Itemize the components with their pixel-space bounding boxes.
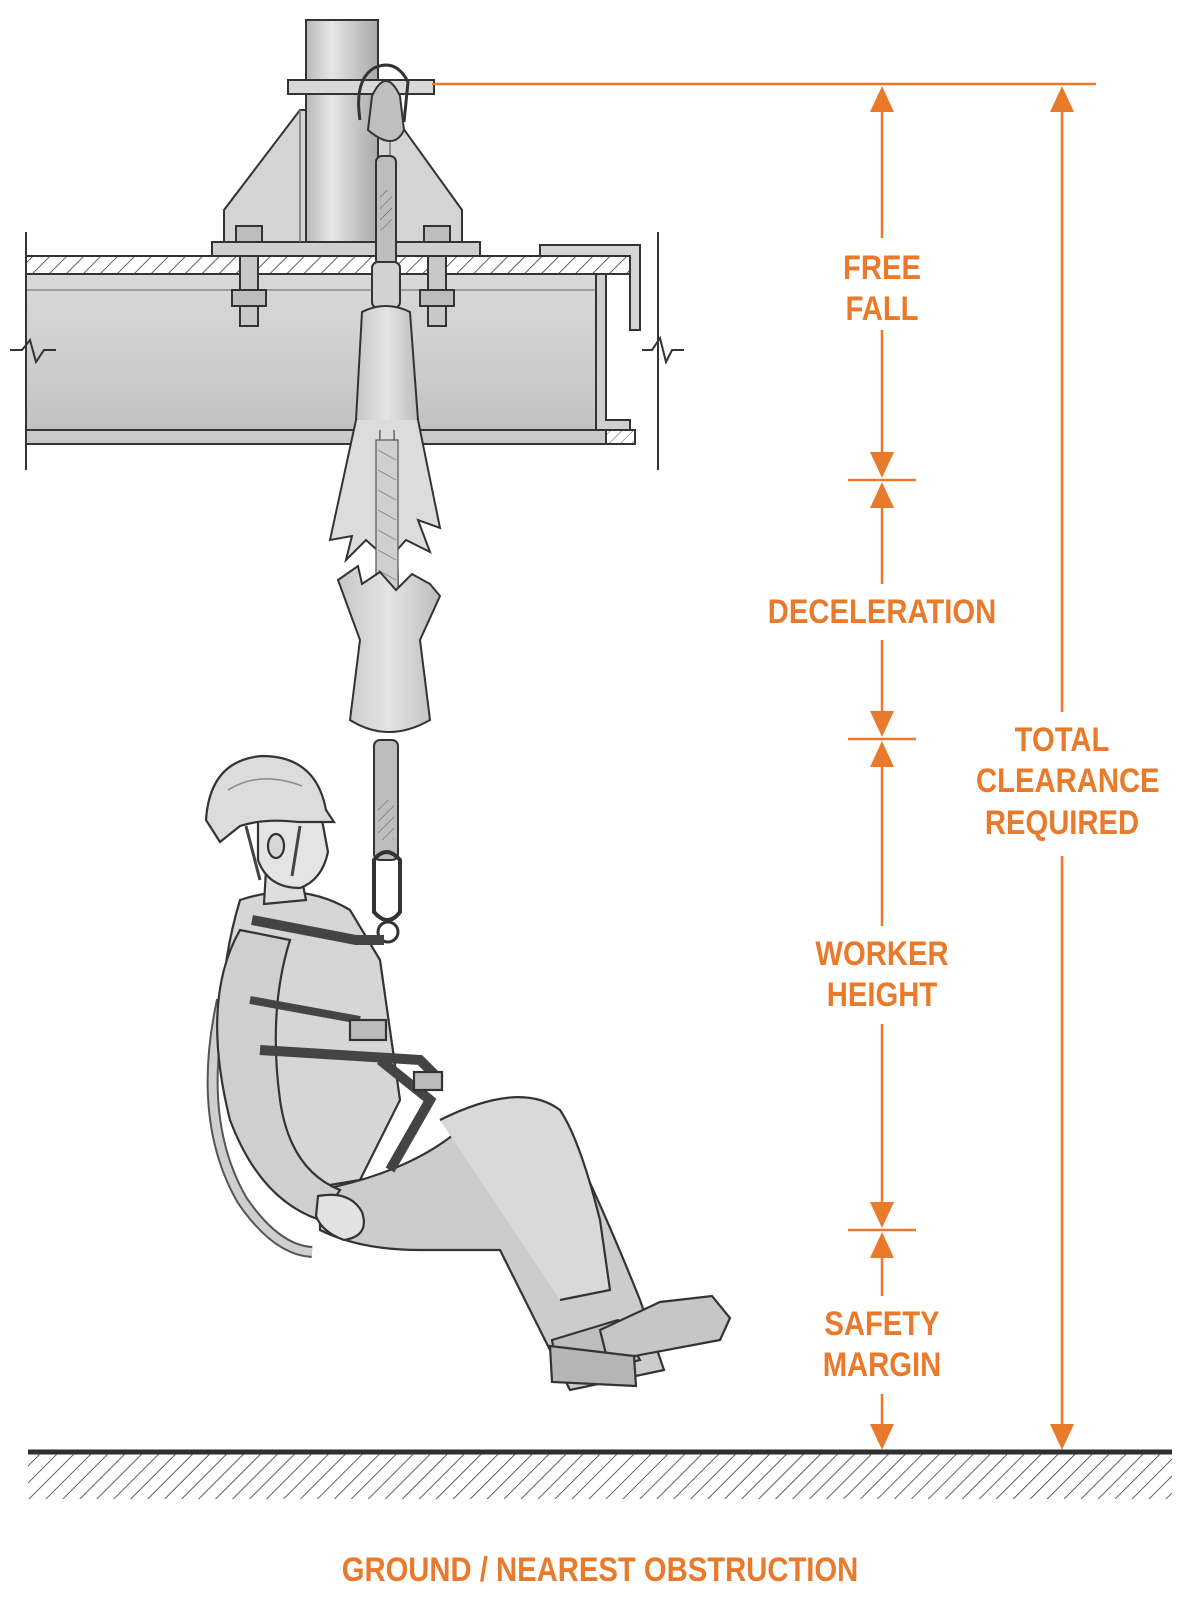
total-clearance-label: TOTAL CLEARANCE REQUIRED	[976, 720, 1160, 845]
arrowhead-down	[870, 711, 894, 737]
free-fall-label: FREE FALL	[843, 249, 921, 329]
arrowhead-down	[1050, 1424, 1074, 1450]
arrowhead-up	[870, 482, 894, 508]
worker-figure	[204, 754, 732, 1392]
ground	[28, 1449, 1172, 1499]
steel-beam	[10, 232, 684, 470]
worker-height-label: WORKER HEIGHT	[815, 935, 949, 1015]
deceleration-label: DECELERATION	[767, 593, 997, 631]
ground-label: GROUND / NEAREST OBSTRUCTION	[341, 1551, 859, 1589]
arrowhead-down	[870, 1202, 894, 1228]
arrowhead-down	[870, 452, 894, 478]
lanyard	[328, 63, 442, 944]
anchor-post	[211, 19, 481, 327]
arrowhead-up	[870, 1232, 894, 1258]
safety-margin-label: SAFETY MARGIN	[822, 1305, 942, 1385]
dimension-lines	[432, 82, 1096, 1446]
arrowhead-down	[870, 1424, 894, 1450]
arrowhead-up	[1050, 86, 1074, 112]
dimension-arrowheads	[870, 86, 1074, 1450]
arrowhead-up	[870, 86, 894, 112]
arrowhead-up	[870, 741, 894, 767]
